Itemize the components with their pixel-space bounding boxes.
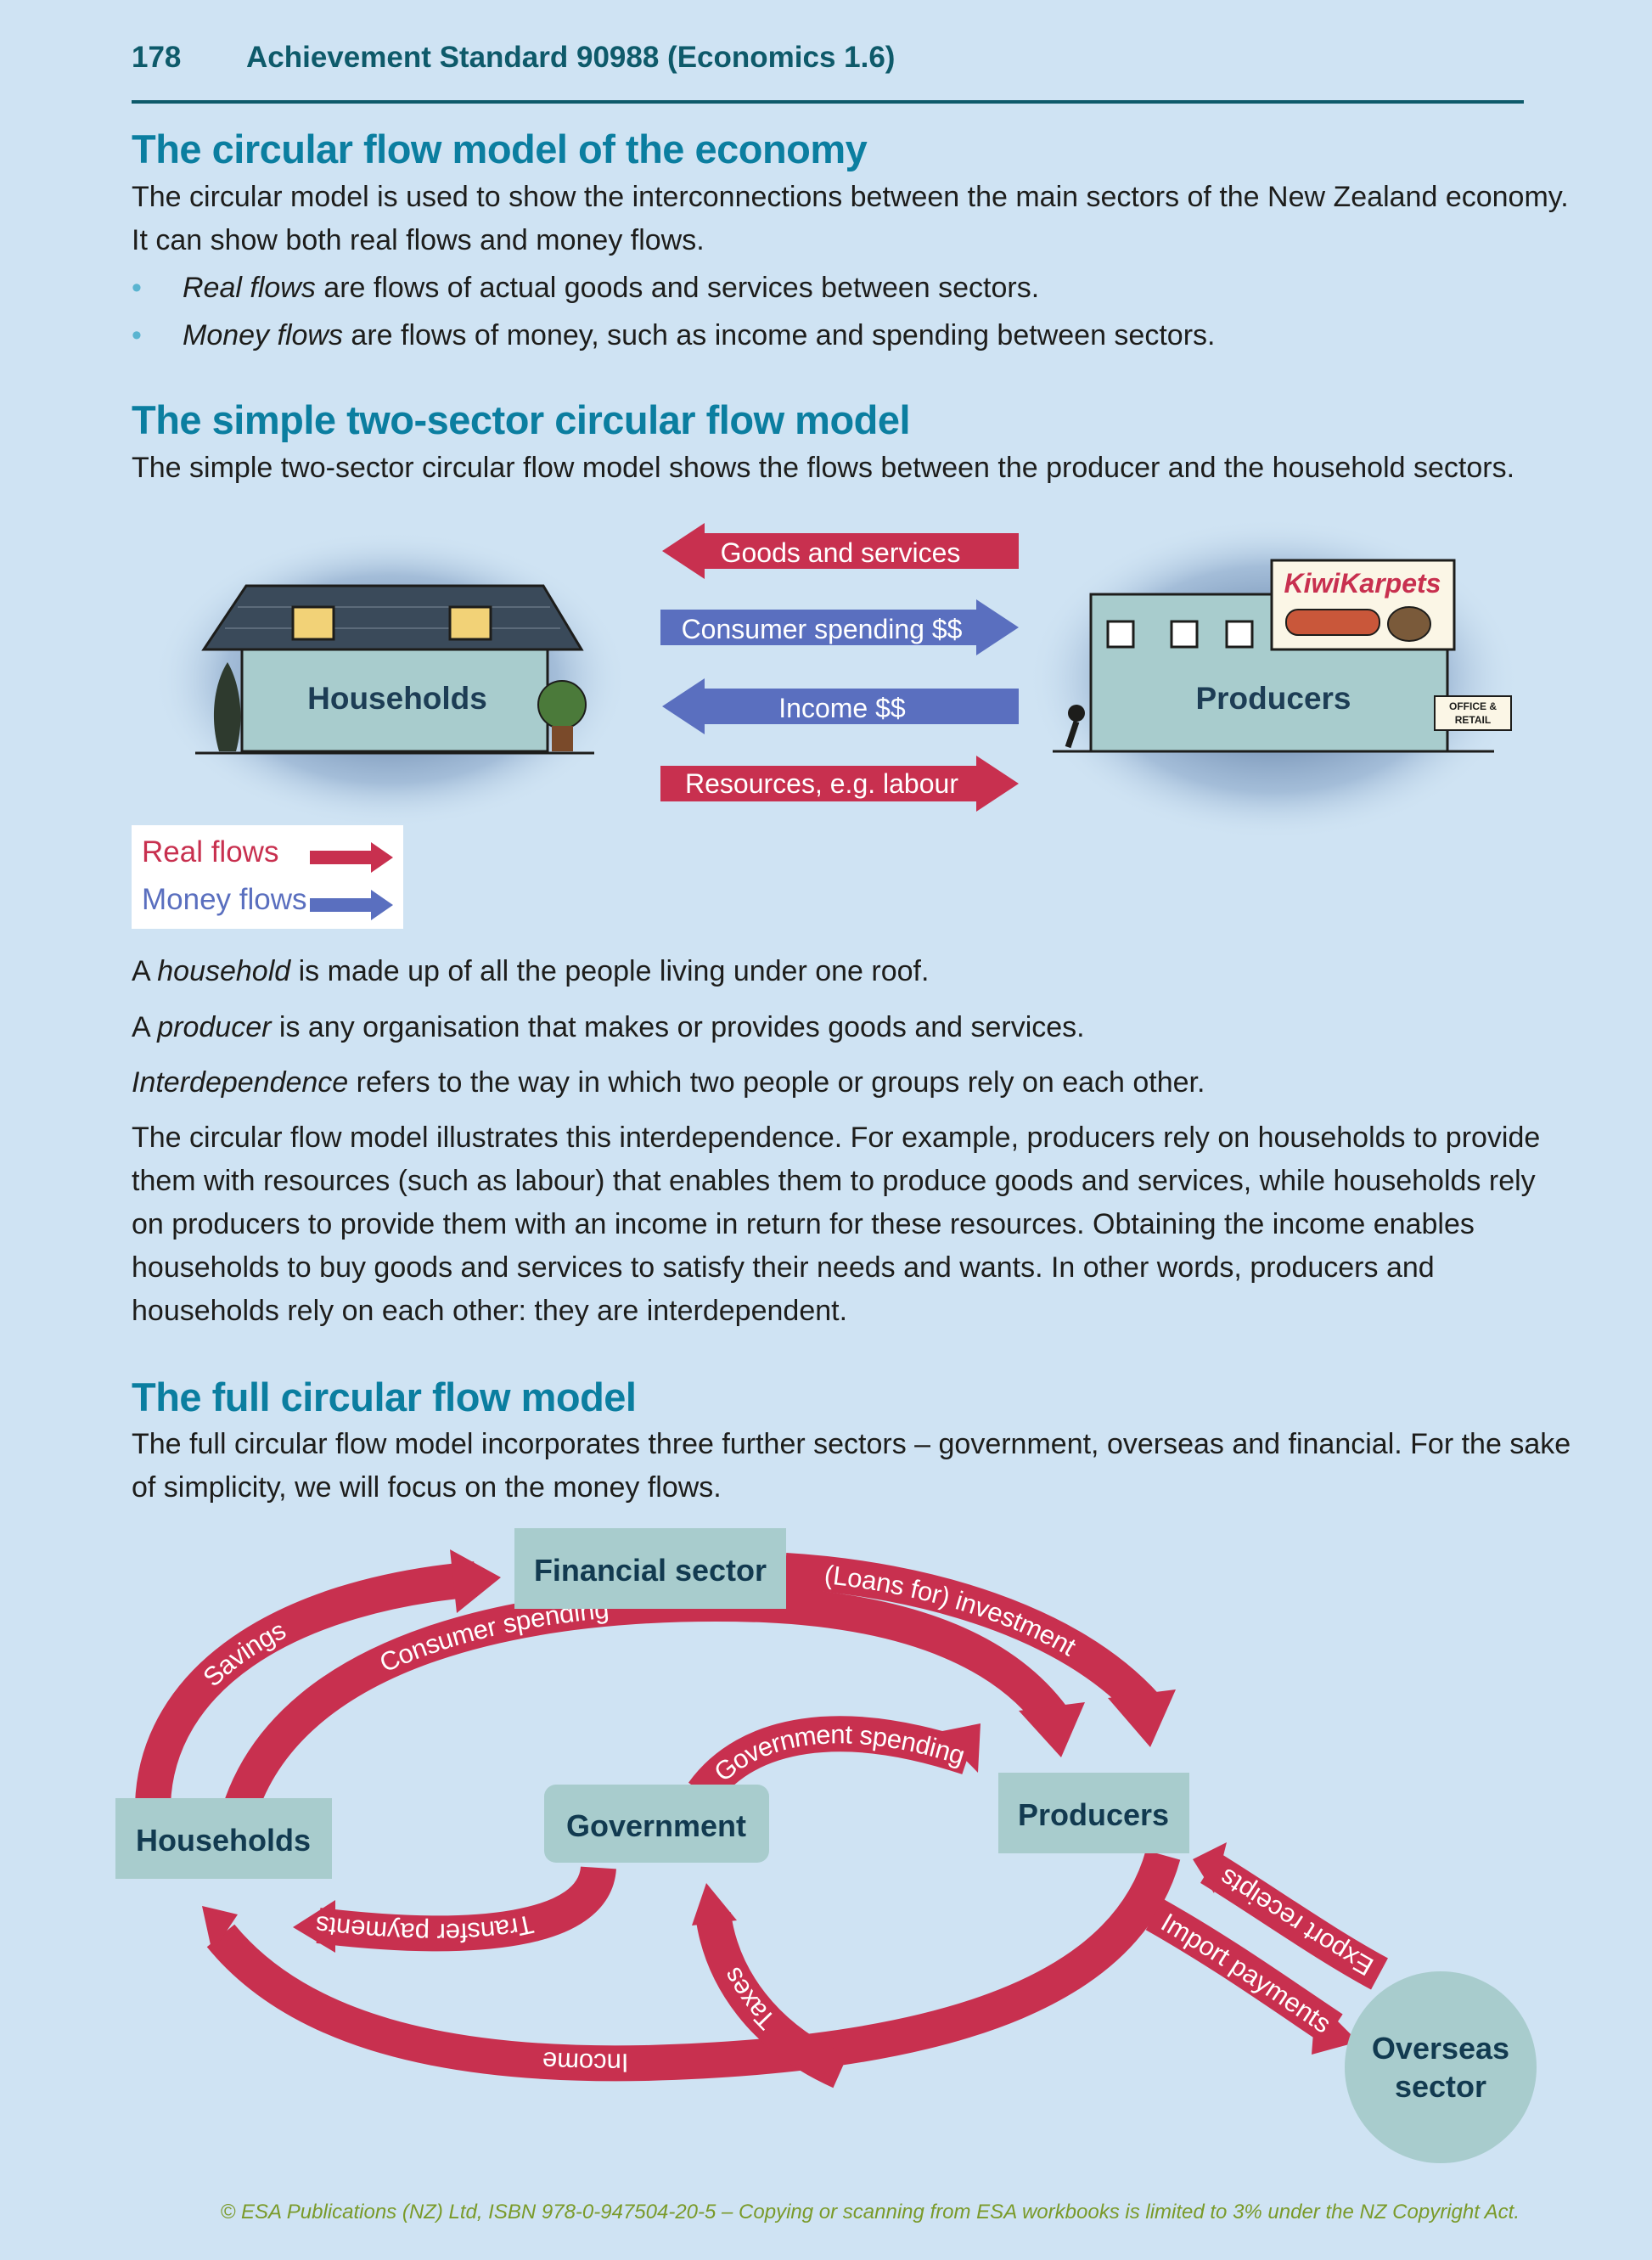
house-window-right xyxy=(448,605,492,641)
roof-tiles xyxy=(225,606,560,629)
kiwikarpets-sign-text: KiwiKarpets xyxy=(1284,568,1441,599)
consumer-spending-arrow xyxy=(660,599,1019,655)
factory-window xyxy=(1106,620,1135,649)
financial-sector-box: Financial sector xyxy=(514,1528,786,1609)
producers-label: Producers xyxy=(1195,681,1351,716)
office-retail-sign-text-1: OFFICE & xyxy=(1449,700,1497,712)
term-household: household xyxy=(157,955,291,987)
arrowheads xyxy=(202,1549,1358,2055)
households-illustration xyxy=(153,531,628,828)
legend-money-flows: Money flows xyxy=(142,883,307,916)
taxes-arrowhead xyxy=(692,1883,737,1925)
intro-line-1: The circular model is used to show the i… xyxy=(132,181,1569,213)
full-circular-flow-diagram: Savings Consumer spending (Loans for) in… xyxy=(0,1520,1652,2182)
transfer-payments-arrowhead xyxy=(293,1900,335,1953)
factory-window xyxy=(1170,620,1199,649)
savings-arrowhead xyxy=(450,1549,501,1613)
kiwi-bird-icon xyxy=(1387,606,1431,642)
producers-box: Producers xyxy=(998,1773,1189,1853)
bullet-dot: • xyxy=(132,319,142,351)
government-spending-arrowhead xyxy=(938,1723,981,1773)
house-tree-icon xyxy=(213,662,241,751)
investment-arrowhead xyxy=(1108,1689,1176,1747)
house-wall xyxy=(240,639,549,753)
section-title-two-sector: The simple two-sector circular flow mode… xyxy=(132,397,911,442)
full-model-intro-1: The full circular flow model incorporate… xyxy=(132,1428,1571,1460)
term-money-flows: Money flows xyxy=(183,319,343,351)
government-box: Government xyxy=(544,1785,769,1863)
legend-real-flows: Real flows xyxy=(142,835,279,869)
section-title-circular-flow: The circular flow model of the economy xyxy=(132,126,868,171)
income-label: Income xyxy=(542,2046,629,2077)
two-sector-diagram: Households KiwiKarpets OFFICE & RETAIL P… xyxy=(0,501,1652,942)
paragraph-line: households rely on each other: they are … xyxy=(132,1295,848,1327)
house-bush-icon xyxy=(537,680,587,729)
section-title-full-model: The full circular flow model xyxy=(132,1375,637,1420)
office-retail-sign xyxy=(1434,695,1512,731)
households-box: Households xyxy=(115,1798,332,1879)
consumer-spending-label: Consumer spending $$ xyxy=(682,614,963,644)
factory-window xyxy=(1225,620,1254,649)
producers-box-label: Producers xyxy=(1018,1797,1169,1832)
intro-line-2: It can show both real flows and money fl… xyxy=(132,224,705,256)
income-arrow xyxy=(662,678,1019,734)
overseas-label-1: Overseas xyxy=(1372,2031,1509,2066)
transfer-payments-label: Transfer payments xyxy=(314,1909,537,1948)
def-household: A household is made up of all the people… xyxy=(132,955,930,987)
paragraph-line: them with resources (such as labour) tha… xyxy=(132,1165,1536,1197)
legend-money-arrow-icon xyxy=(310,890,393,920)
resources-label: Resources, e.g. labour xyxy=(685,768,958,799)
full-model-intro-2: of simplicity, we will focus on the mone… xyxy=(132,1471,722,1504)
import-payments-arrowhead xyxy=(1312,1999,1358,2055)
bullet-real-flows-text: are flows of actual goods and services b… xyxy=(315,272,1040,304)
overseas-sector-circle: Overseas sector xyxy=(1345,1971,1537,2163)
office-retail-sign-text-2: RETAIL xyxy=(1455,714,1491,726)
carpet-roll-icon xyxy=(1285,609,1380,636)
term-real-flows: Real flows xyxy=(183,272,316,304)
copyright-footer: © ESA Publications (NZ) Ltd, ISBN 978-0-… xyxy=(220,2201,1520,2223)
full-model-svg: Savings Consumer spending (Loans for) in… xyxy=(115,1528,1537,2163)
households-box-label: Households xyxy=(136,1823,311,1858)
two-sector-intro: The simple two-sector circular flow mode… xyxy=(132,452,1515,484)
government-box-label: Government xyxy=(566,1808,746,1843)
resources-arrow xyxy=(660,756,1019,812)
export-receipts-arrowhead xyxy=(1193,1842,1227,1893)
term-interdependence: Interdependence xyxy=(132,1066,349,1099)
bullet-dot: • xyxy=(132,272,142,304)
consumer-spending-flow xyxy=(242,1604,1057,1804)
def-producer: A producer is any organisation that make… xyxy=(132,1011,1085,1043)
paragraph-line: on producers to provide them with an inc… xyxy=(132,1208,1475,1240)
income-label: Income $$ xyxy=(778,693,906,723)
households-label: Households xyxy=(307,681,487,716)
two-sector-svg: Households KiwiKarpets OFFICE & RETAIL P… xyxy=(153,518,1520,840)
page-header: 178 Achievement Standard 90988 (Economic… xyxy=(132,32,1524,104)
goods-services-arrow xyxy=(662,523,1019,579)
legend-real-arrow-icon xyxy=(310,842,393,873)
consumer-spending-arrowhead xyxy=(1019,1702,1085,1757)
def-interdependence: Interdependence refers to the way in whi… xyxy=(132,1066,1205,1099)
standard-title: Achievement Standard 90988 (Economics 1.… xyxy=(246,41,896,74)
financial-sector-label: Financial sector xyxy=(534,1553,767,1588)
bullet-money-flows-text: are flows of money, such as income and s… xyxy=(342,319,1216,351)
flow-legend: Real flows Money flows xyxy=(132,825,403,929)
worker-icon xyxy=(1068,705,1085,722)
income-flow xyxy=(221,1855,1163,2063)
income-arrowhead xyxy=(202,1906,238,1953)
plant-pot-icon xyxy=(552,726,573,751)
goods-services-label: Goods and services xyxy=(721,537,961,568)
paragraph-line: The circular flow model illustrates this… xyxy=(132,1122,1541,1154)
house-window-left xyxy=(291,605,335,641)
paragraph-line: households to buy goods and services to … xyxy=(132,1251,1435,1284)
producers-illustration: KiwiKarpets OFFICE & RETAIL xyxy=(1027,518,1520,840)
term-producer: producer xyxy=(157,1011,272,1043)
house-roof xyxy=(201,584,584,651)
flow-labels: Savings Consumer spending (Loans for) in… xyxy=(197,1560,1378,2077)
overseas-label-2: sector xyxy=(1395,2069,1486,2104)
page-number: 178 xyxy=(132,41,182,74)
